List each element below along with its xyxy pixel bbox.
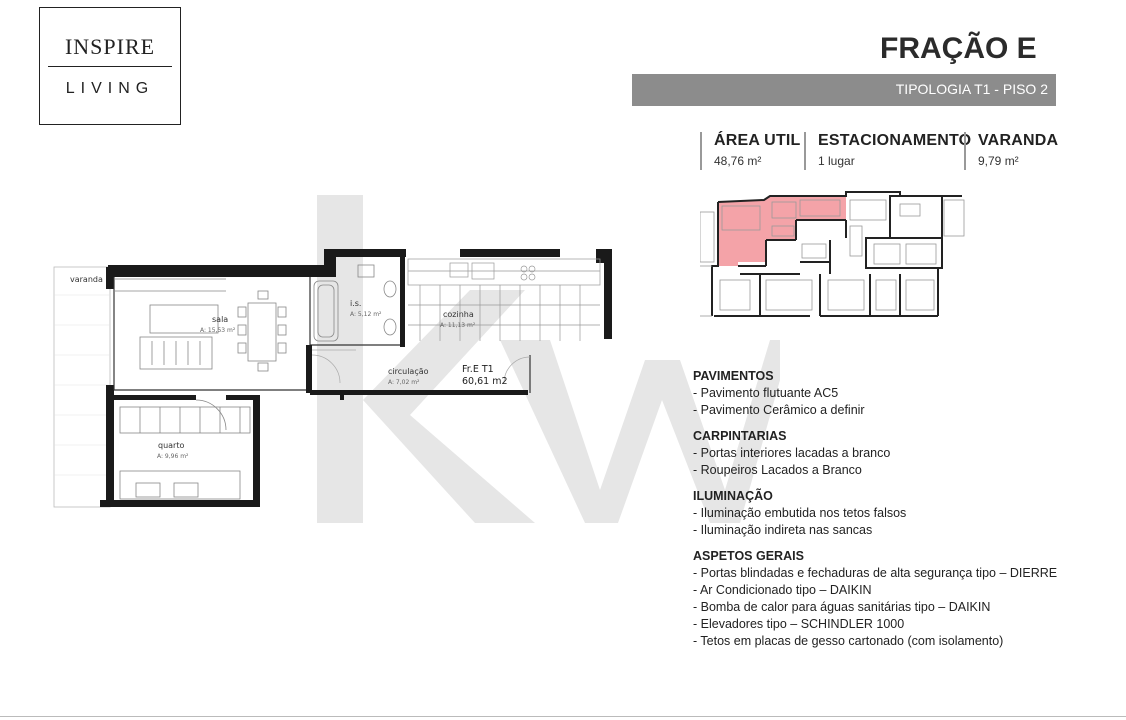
highlighted-unit xyxy=(718,196,846,266)
stat-label: ESTACIONAMENTO xyxy=(818,132,972,149)
spec-item: - Iluminação embutida nos tetos falsos xyxy=(693,506,907,520)
room-name-quarto: quarto xyxy=(158,441,184,450)
room-name-varanda: varanda xyxy=(70,275,103,284)
room-name-circulacao: circulação xyxy=(388,367,429,376)
stat-value: 48,76 m² xyxy=(714,154,762,168)
fraction-label: Fr.E T1 xyxy=(462,364,494,375)
spec-section-title: ILUMINAÇÃO xyxy=(693,489,773,503)
spec-item: - Roupeiros Lacados a Branco xyxy=(693,463,862,477)
room-area-sala: A: 15,53 m² xyxy=(200,327,236,334)
tipologia-bar: TIPOLOGIA T1 - PISO 2 xyxy=(632,74,1056,106)
stat-value: 1 lugar xyxy=(818,154,855,168)
specifications-list: PAVIMENTOS - Pavimento flutuante AC5 - P… xyxy=(693,368,1113,650)
spec-item: - Elevadores tipo – SCHINDLER 1000 xyxy=(693,617,905,631)
floor-key-map xyxy=(700,191,965,317)
logo-divider xyxy=(48,66,172,67)
spec-section-title: PAVIMENTOS xyxy=(693,369,774,383)
spec-item: - Pavimento flutuante AC5 xyxy=(693,386,839,400)
spec-section-title: ASPETOS GERAIS xyxy=(693,549,804,563)
room-area-quarto: A: 9,96 m² xyxy=(157,453,189,460)
logo-text-inspire: INSPIRE xyxy=(64,34,156,59)
stat-varanda: VARANDA 9,79 m² xyxy=(964,132,1058,170)
page-title: FRAÇÃO E xyxy=(880,32,1037,65)
spec-section-title: CARPINTARIAS xyxy=(693,429,787,443)
spec-item: - Ar Condicionado tipo – DAIKIN xyxy=(693,583,872,597)
room-area-is: A: 5,12 m² xyxy=(350,311,382,318)
stat-estacionamento: ESTACIONAMENTO 1 lugar xyxy=(804,132,971,170)
spec-item: - Iluminação indireta nas sancas xyxy=(693,523,873,537)
tipologia-text: TIPOLOGIA T1 - PISO 2 xyxy=(895,81,1048,97)
varanda-area: varanda xyxy=(53,266,111,508)
inspire-living-logo: INSPIRE LIVING xyxy=(39,7,181,125)
room-name-cozinha: cozinha xyxy=(443,310,474,319)
bottom-divider xyxy=(0,716,1126,717)
logo-text-living: LIVING xyxy=(65,80,155,97)
stat-label: VARANDA xyxy=(978,132,1059,149)
floor-plan: varanda xyxy=(53,249,612,508)
spec-item: - Tetos em placas de gesso cartonado (co… xyxy=(693,634,1004,648)
stat-label: ÁREA UTIL xyxy=(714,132,801,149)
spec-item: - Bomba de calor para águas sanitárias t… xyxy=(693,600,991,614)
stat-area-util: ÁREA UTIL 48,76 m² xyxy=(700,132,801,170)
spec-item: - Pavimento Cerâmico a definir xyxy=(693,403,865,417)
room-area-cozinha: A: 11,13 m² xyxy=(440,322,476,329)
room-name-is: i.s. xyxy=(350,299,361,308)
room-name-sala: sala xyxy=(212,315,228,324)
spec-item: - Portas blindadas e fechaduras de alta … xyxy=(693,566,1058,580)
fraction-area: 60,61 m2 xyxy=(462,376,508,387)
spec-item: - Portas interiores lacadas a branco xyxy=(693,446,891,460)
stat-value: 9,79 m² xyxy=(978,154,1019,168)
room-area-circulacao: A: 7,02 m² xyxy=(388,379,420,386)
